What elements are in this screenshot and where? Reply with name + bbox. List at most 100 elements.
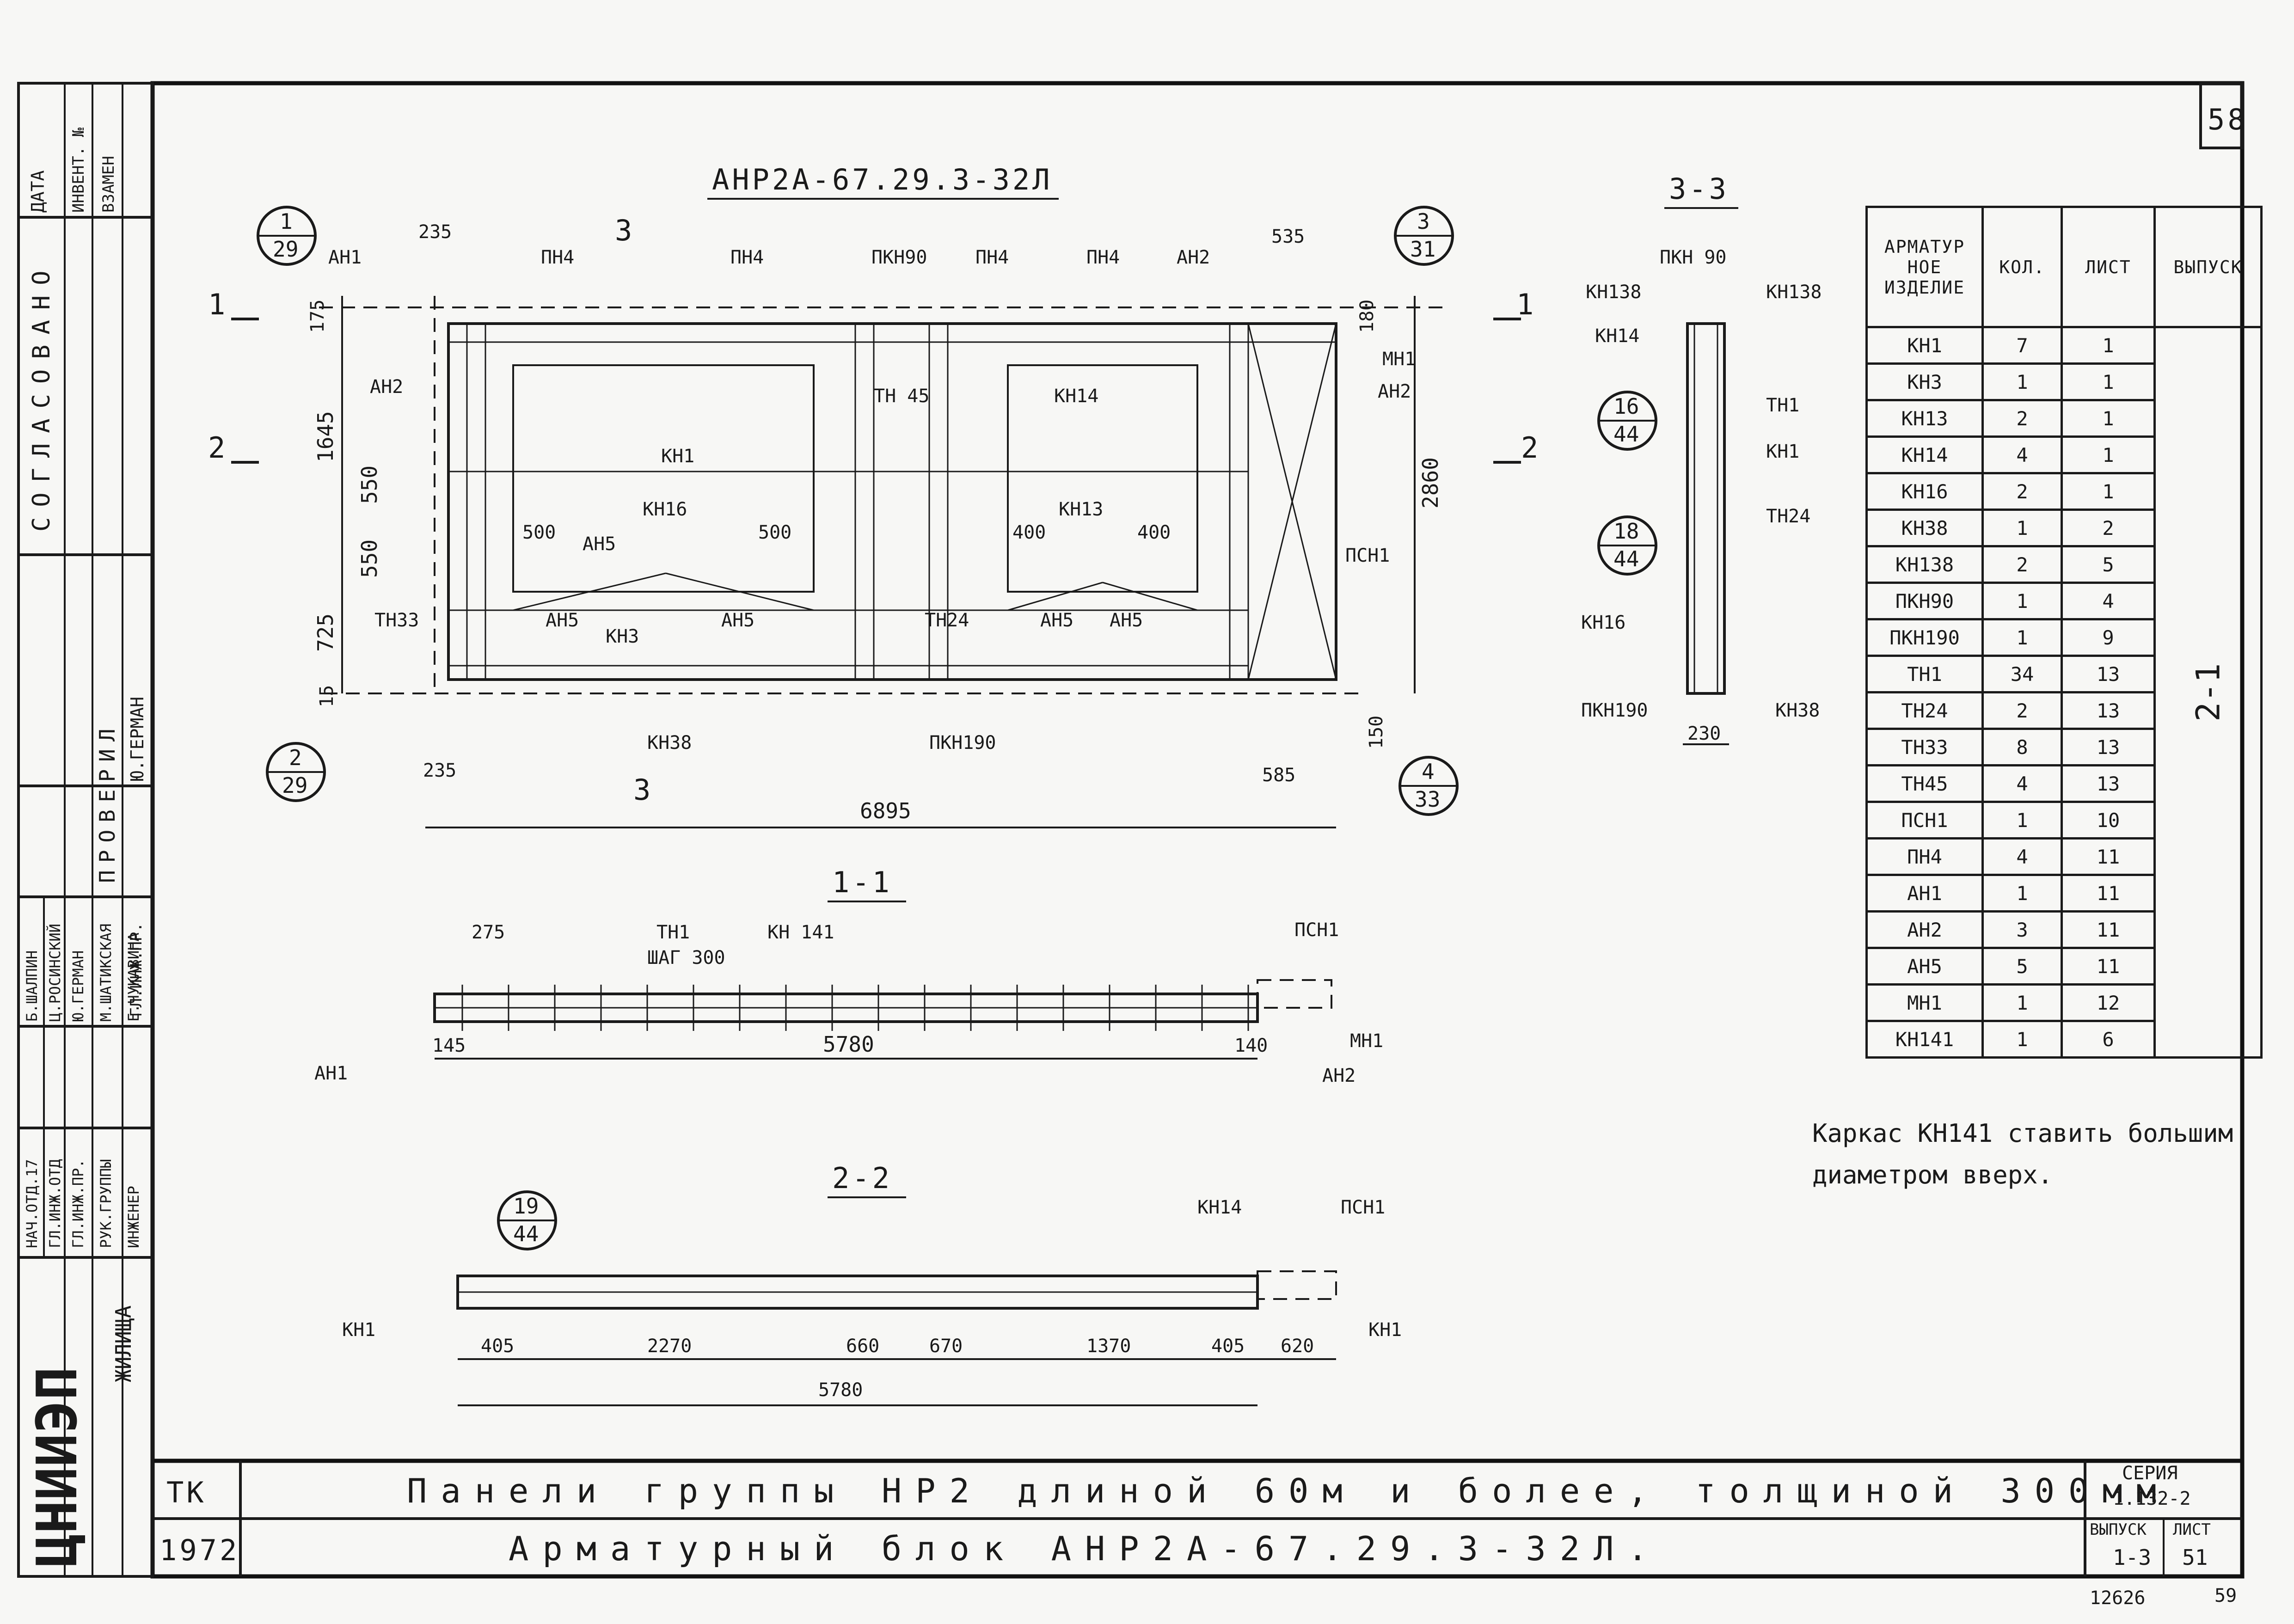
stamp-role-1: НАЧ.ОТД.17 [23, 1159, 41, 1248]
s11-label-mn1: МН1 [1350, 1030, 1383, 1052]
spec-sheet: 2 [2061, 509, 2156, 547]
s33-label-kn16: КН16 [1581, 612, 1625, 633]
s22-label-kn14: КН14 [1197, 1197, 1242, 1218]
spec-qty: 2 [1981, 545, 2063, 584]
issue-value: 1-3 [2113, 1545, 2151, 1570]
s11-label-tn1: ТН1 [656, 922, 690, 943]
stamp-role-4: РУК.ГРУППЫ [97, 1159, 115, 1248]
s22-dim-405-b: 405 [1211, 1336, 1245, 1357]
title-block: ТК 1972 Панели группы НР2 длиной 60м и б… [153, 1461, 2242, 1576]
s22-dim-620: 620 [1281, 1336, 1314, 1357]
section-3-3-title: 3-3 [1669, 172, 1729, 206]
s11-dim-5780: 5780 [823, 1032, 874, 1057]
sheet-label: ЛИСТ [2173, 1520, 2211, 1539]
s22-dim-405-a: 405 [481, 1336, 514, 1357]
spec-qty: 1 [1981, 618, 2063, 657]
label-kn3: КН3 [606, 626, 639, 647]
dim-235-top: 235 [418, 221, 452, 243]
spec-qty: 1 [1981, 509, 2063, 547]
dim-550-b: 550 [357, 539, 382, 578]
spec-sheet: 5 [2061, 545, 2156, 584]
spec-qty: 1 [1981, 582, 2063, 620]
label-pkn190: ПКН190 [929, 732, 996, 754]
s22-label-kn1-right: КН1 [1368, 1319, 1402, 1341]
window-opening-right [1007, 364, 1198, 593]
spec-qty: 4 [1981, 837, 2063, 876]
dim-500-b: 500 [758, 522, 791, 543]
elevation-view: АНР2А-67.29.3-32Л 6895 [208, 163, 1538, 828]
spec-qty: 1 [1981, 1020, 2063, 1059]
spec-item: КН13 [1865, 399, 1984, 438]
s11-label-step: ШАГ 300 [647, 947, 725, 968]
label-an2-top: АН2 [1177, 247, 1210, 268]
label-pkn90: ПКН90 [871, 247, 927, 268]
s33-label-kn138-right: КН138 [1766, 282, 1822, 303]
label-an5-1: АН5 [583, 533, 616, 555]
series-value: 1.132-2 [2113, 1488, 2191, 1509]
s33-label-kn1: КН1 [1766, 441, 1799, 462]
svg-text:33: 33 [1415, 787, 1440, 812]
spec-sheet: 13 [2061, 691, 2156, 730]
spec-sheet: 13 [2061, 655, 2156, 693]
spec-qty: 4 [1981, 764, 2063, 803]
spec-item: ТН45 [1865, 764, 1984, 803]
side-stamp-frame [17, 82, 154, 1578]
stamp-name-5: Е.ЧУКАВИНА [125, 932, 142, 1022]
s33-label-tn1: ТН1 [1766, 395, 1799, 416]
title-code: ТК [166, 1476, 207, 1509]
sheet-number: 58 [2208, 103, 2248, 136]
label-an5-5: АН5 [1110, 610, 1143, 631]
s33-label-kn138-left: КН138 [1586, 282, 1641, 303]
spec-item: КН141 [1865, 1020, 1984, 1059]
spec-item: АН1 [1865, 874, 1984, 913]
s22-dim-670: 670 [929, 1336, 963, 1357]
panel-outline [447, 322, 1337, 681]
s33-label-pkn90: ПКН 90 [1660, 247, 1727, 268]
institute-logo: ЦНИИЭП [25, 1367, 90, 1567]
dim-725: 725 [313, 613, 338, 652]
spec-item: АН5 [1865, 947, 1984, 986]
s22-dim-2270: 2270 [647, 1336, 692, 1357]
label-an5-4: АН5 [1040, 610, 1073, 631]
spec-item: КН14 [1865, 435, 1984, 474]
callout-2-29: 2 29 [266, 742, 326, 802]
spec-sheet: 11 [2061, 874, 2156, 913]
cut-mark-1-left: 1 [208, 288, 228, 321]
spec-item: ПКН90 [1865, 582, 1984, 620]
section-3-3: 3-3 230 ПКН 90 КН138 КН138 КН14 ТН1 КН1 … [1581, 172, 1822, 745]
dim-500-a: 500 [522, 522, 556, 543]
spec-qty: 2 [1981, 399, 2063, 438]
s11-label-an2: АН2 [1322, 1065, 1356, 1086]
series-label: СЕРИЯ [2122, 1463, 2177, 1484]
spec-sheet: 1 [2061, 472, 2156, 511]
spec-sheet: 13 [2061, 728, 2156, 766]
label-an2-right: АН2 [1378, 381, 1411, 402]
spec-item: МН1 [1865, 983, 1984, 1022]
dim-175: 175 [307, 300, 328, 333]
spec-qty: 2 [1981, 691, 2063, 730]
spec-sheet: 1 [2061, 435, 2156, 474]
dim-550-a: 550 [357, 466, 382, 504]
label-kn16: КН16 [643, 499, 687, 520]
label-pn4-3: ПН4 [975, 247, 1009, 268]
stamp-role-5: ИНЖЕНЕР [125, 1186, 142, 1248]
stamp-replace: ВЗАМЕН [99, 156, 118, 213]
spec-sheet: 10 [2061, 801, 2156, 840]
spec-qty: 3 [1981, 910, 2063, 949]
label-psn1: ПСН1 [1345, 545, 1390, 566]
spec-qty: 2 [1981, 472, 2063, 511]
stamp-name-3: Ю.ГЕРМАН [69, 950, 87, 1022]
svg-text:4: 4 [1422, 759, 1435, 784]
dim-150: 150 [1366, 716, 1387, 749]
s22-dim-1370: 1370 [1086, 1336, 1131, 1357]
